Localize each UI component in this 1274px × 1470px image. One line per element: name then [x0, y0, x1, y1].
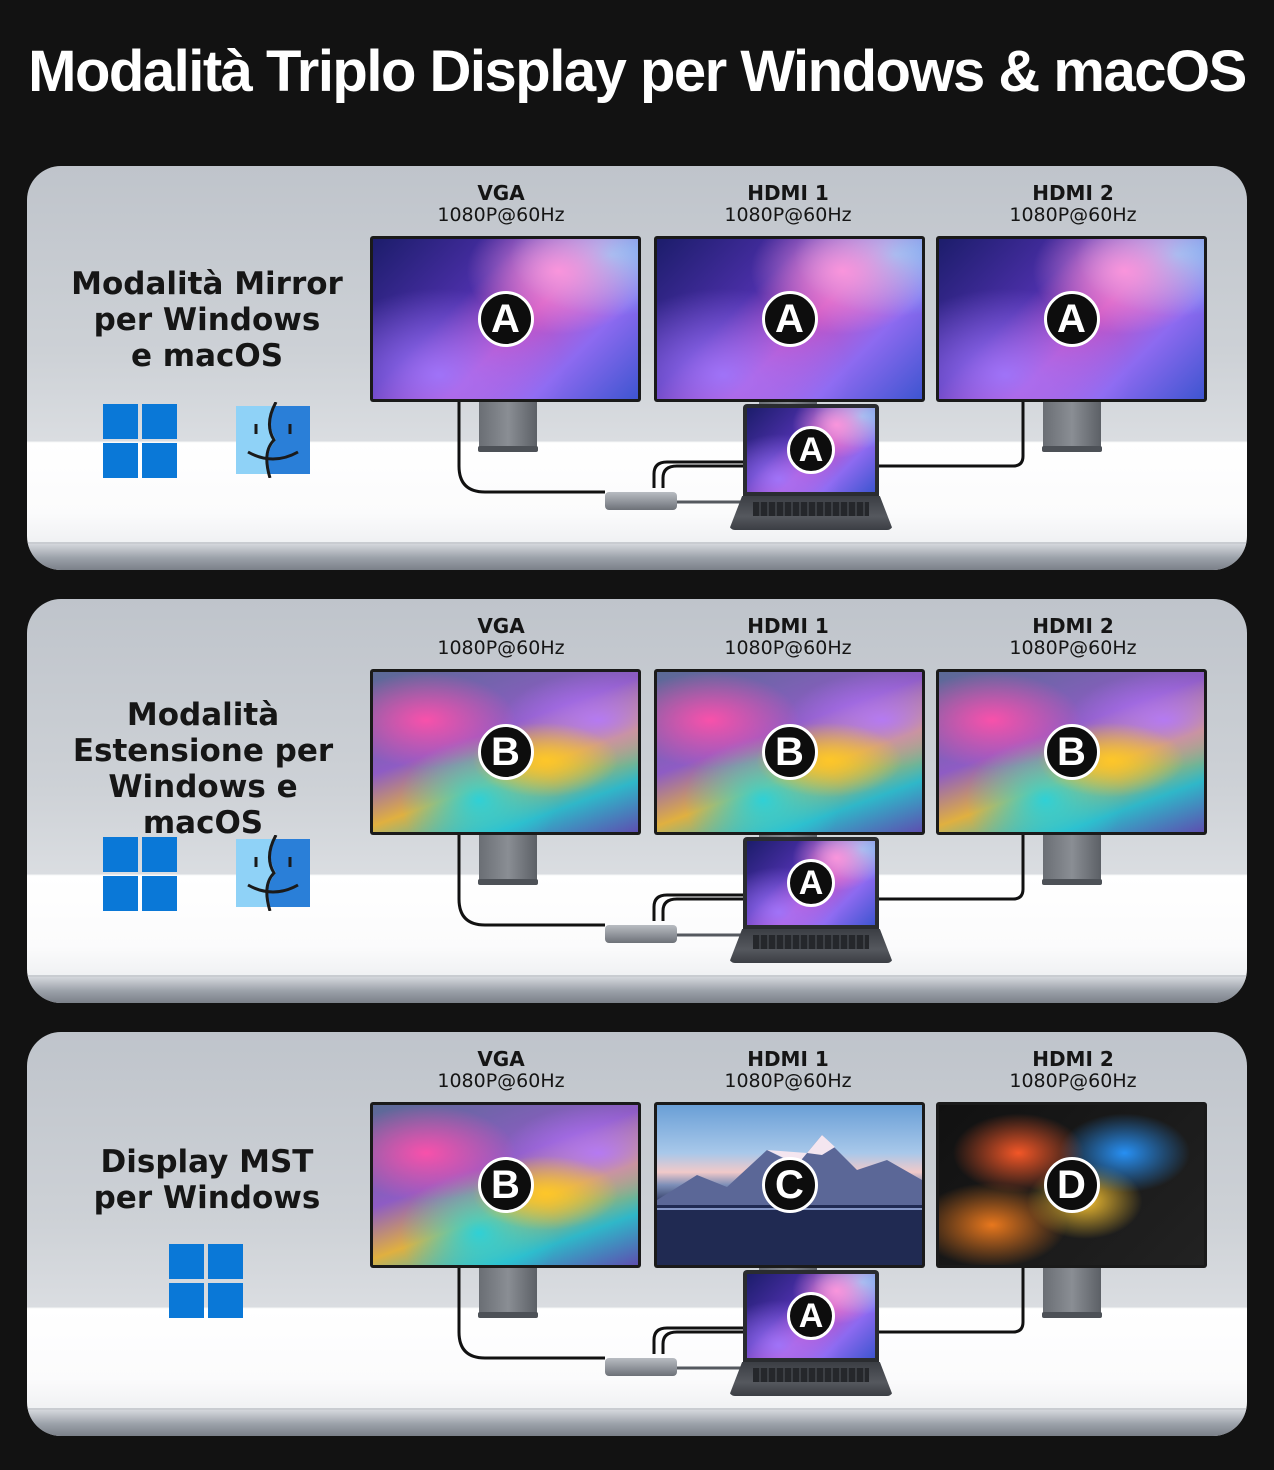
laptop: A: [729, 404, 893, 530]
port-label-hdmi1: HDMI 1 1080P@60Hz: [724, 181, 852, 226]
usb-c-hub: [605, 492, 677, 510]
laptop-screen: A: [747, 408, 875, 492]
wallpaper: A: [657, 239, 922, 399]
extend-mode-panel: Modalità Estensione per Windows e macOS …: [27, 599, 1247, 1003]
display-badge: A: [787, 426, 835, 474]
mirror-mode-panel: Modalità Mirror per Windows e macOS VGA …: [27, 166, 1247, 570]
monitor-hdmi2: A: [936, 236, 1207, 402]
windows-logo-icon: [169, 1244, 243, 1318]
macos-finder-icon: [236, 402, 310, 478]
port-label-vga: VGA 1080P@60Hz: [437, 614, 565, 659]
mode-title: Display MST per Windows: [93, 1144, 321, 1216]
shelf: [27, 1410, 1247, 1436]
display-badge: A: [477, 291, 534, 347]
monitor-hdmi2: B: [936, 669, 1207, 835]
shelf: [27, 544, 1247, 570]
port-label-hdmi2: HDMI 2 1080P@60Hz: [1009, 614, 1137, 659]
monitor-hdmi1: C: [654, 1102, 925, 1268]
mst-mode-panel: Display MST per Windows VGA 1080P@60Hz H…: [27, 1032, 1247, 1436]
display-badge: A: [787, 1292, 835, 1340]
windows-logo-icon: [103, 404, 177, 478]
keyboard: [753, 935, 869, 949]
wallpaper: A: [373, 239, 638, 399]
wallpaper: D: [939, 1105, 1204, 1265]
laptop: A: [729, 1270, 893, 1396]
monitor-vga: A: [370, 236, 641, 402]
wallpaper: B: [657, 672, 922, 832]
port-label-vga: VGA 1080P@60Hz: [437, 1047, 565, 1092]
os-icons: [103, 402, 323, 478]
monitor-hdmi2: D: [936, 1102, 1207, 1268]
monitor-hdmi1: B: [654, 669, 925, 835]
windows-logo-icon: [103, 837, 177, 911]
port-label-vga: VGA 1080P@60Hz: [437, 181, 565, 226]
port-label-hdmi2: HDMI 2 1080P@60Hz: [1009, 1047, 1137, 1092]
mode-title: Modalità Estensione per Windows e macOS: [72, 697, 334, 841]
keyboard: [753, 1368, 869, 1382]
display-badge: A: [1043, 291, 1100, 347]
monitor-hdmi1: A: [654, 236, 925, 402]
port-label-hdmi2: HDMI 2 1080P@60Hz: [1009, 181, 1137, 226]
laptop-screen: A: [747, 841, 875, 925]
monitor-vga: B: [370, 669, 641, 835]
port-label-hdmi1: HDMI 1 1080P@60Hz: [724, 1047, 852, 1092]
port-label-hdmi1: HDMI 1 1080P@60Hz: [724, 614, 852, 659]
usb-c-hub: [605, 1358, 677, 1376]
wallpaper: A: [939, 239, 1204, 399]
display-badge: A: [761, 291, 818, 347]
display-badge: B: [1043, 724, 1100, 780]
wallpaper: B: [373, 672, 638, 832]
shelf: [27, 977, 1247, 1003]
wallpaper: B: [939, 672, 1204, 832]
os-icons: [103, 835, 323, 911]
monitor-vga: B: [370, 1102, 641, 1268]
keyboard: [753, 502, 869, 516]
os-icons: [169, 1244, 249, 1320]
wallpaper: C: [657, 1105, 922, 1265]
usb-c-hub: [605, 925, 677, 943]
display-badge: B: [477, 1157, 534, 1213]
mode-title: Modalità Mirror per Windows e macOS: [71, 266, 343, 374]
macos-finder-icon: [236, 835, 310, 911]
wallpaper: B: [373, 1105, 638, 1265]
laptop-screen: A: [747, 1274, 875, 1358]
display-badge: A: [787, 859, 835, 907]
display-badge: D: [1043, 1157, 1100, 1213]
display-badge: C: [761, 1157, 818, 1213]
laptop: A: [729, 837, 893, 963]
page-title: Modalità Triplo Display per Windows & ma…: [28, 39, 1247, 104]
display-badge: B: [477, 724, 534, 780]
display-badge: B: [761, 724, 818, 780]
